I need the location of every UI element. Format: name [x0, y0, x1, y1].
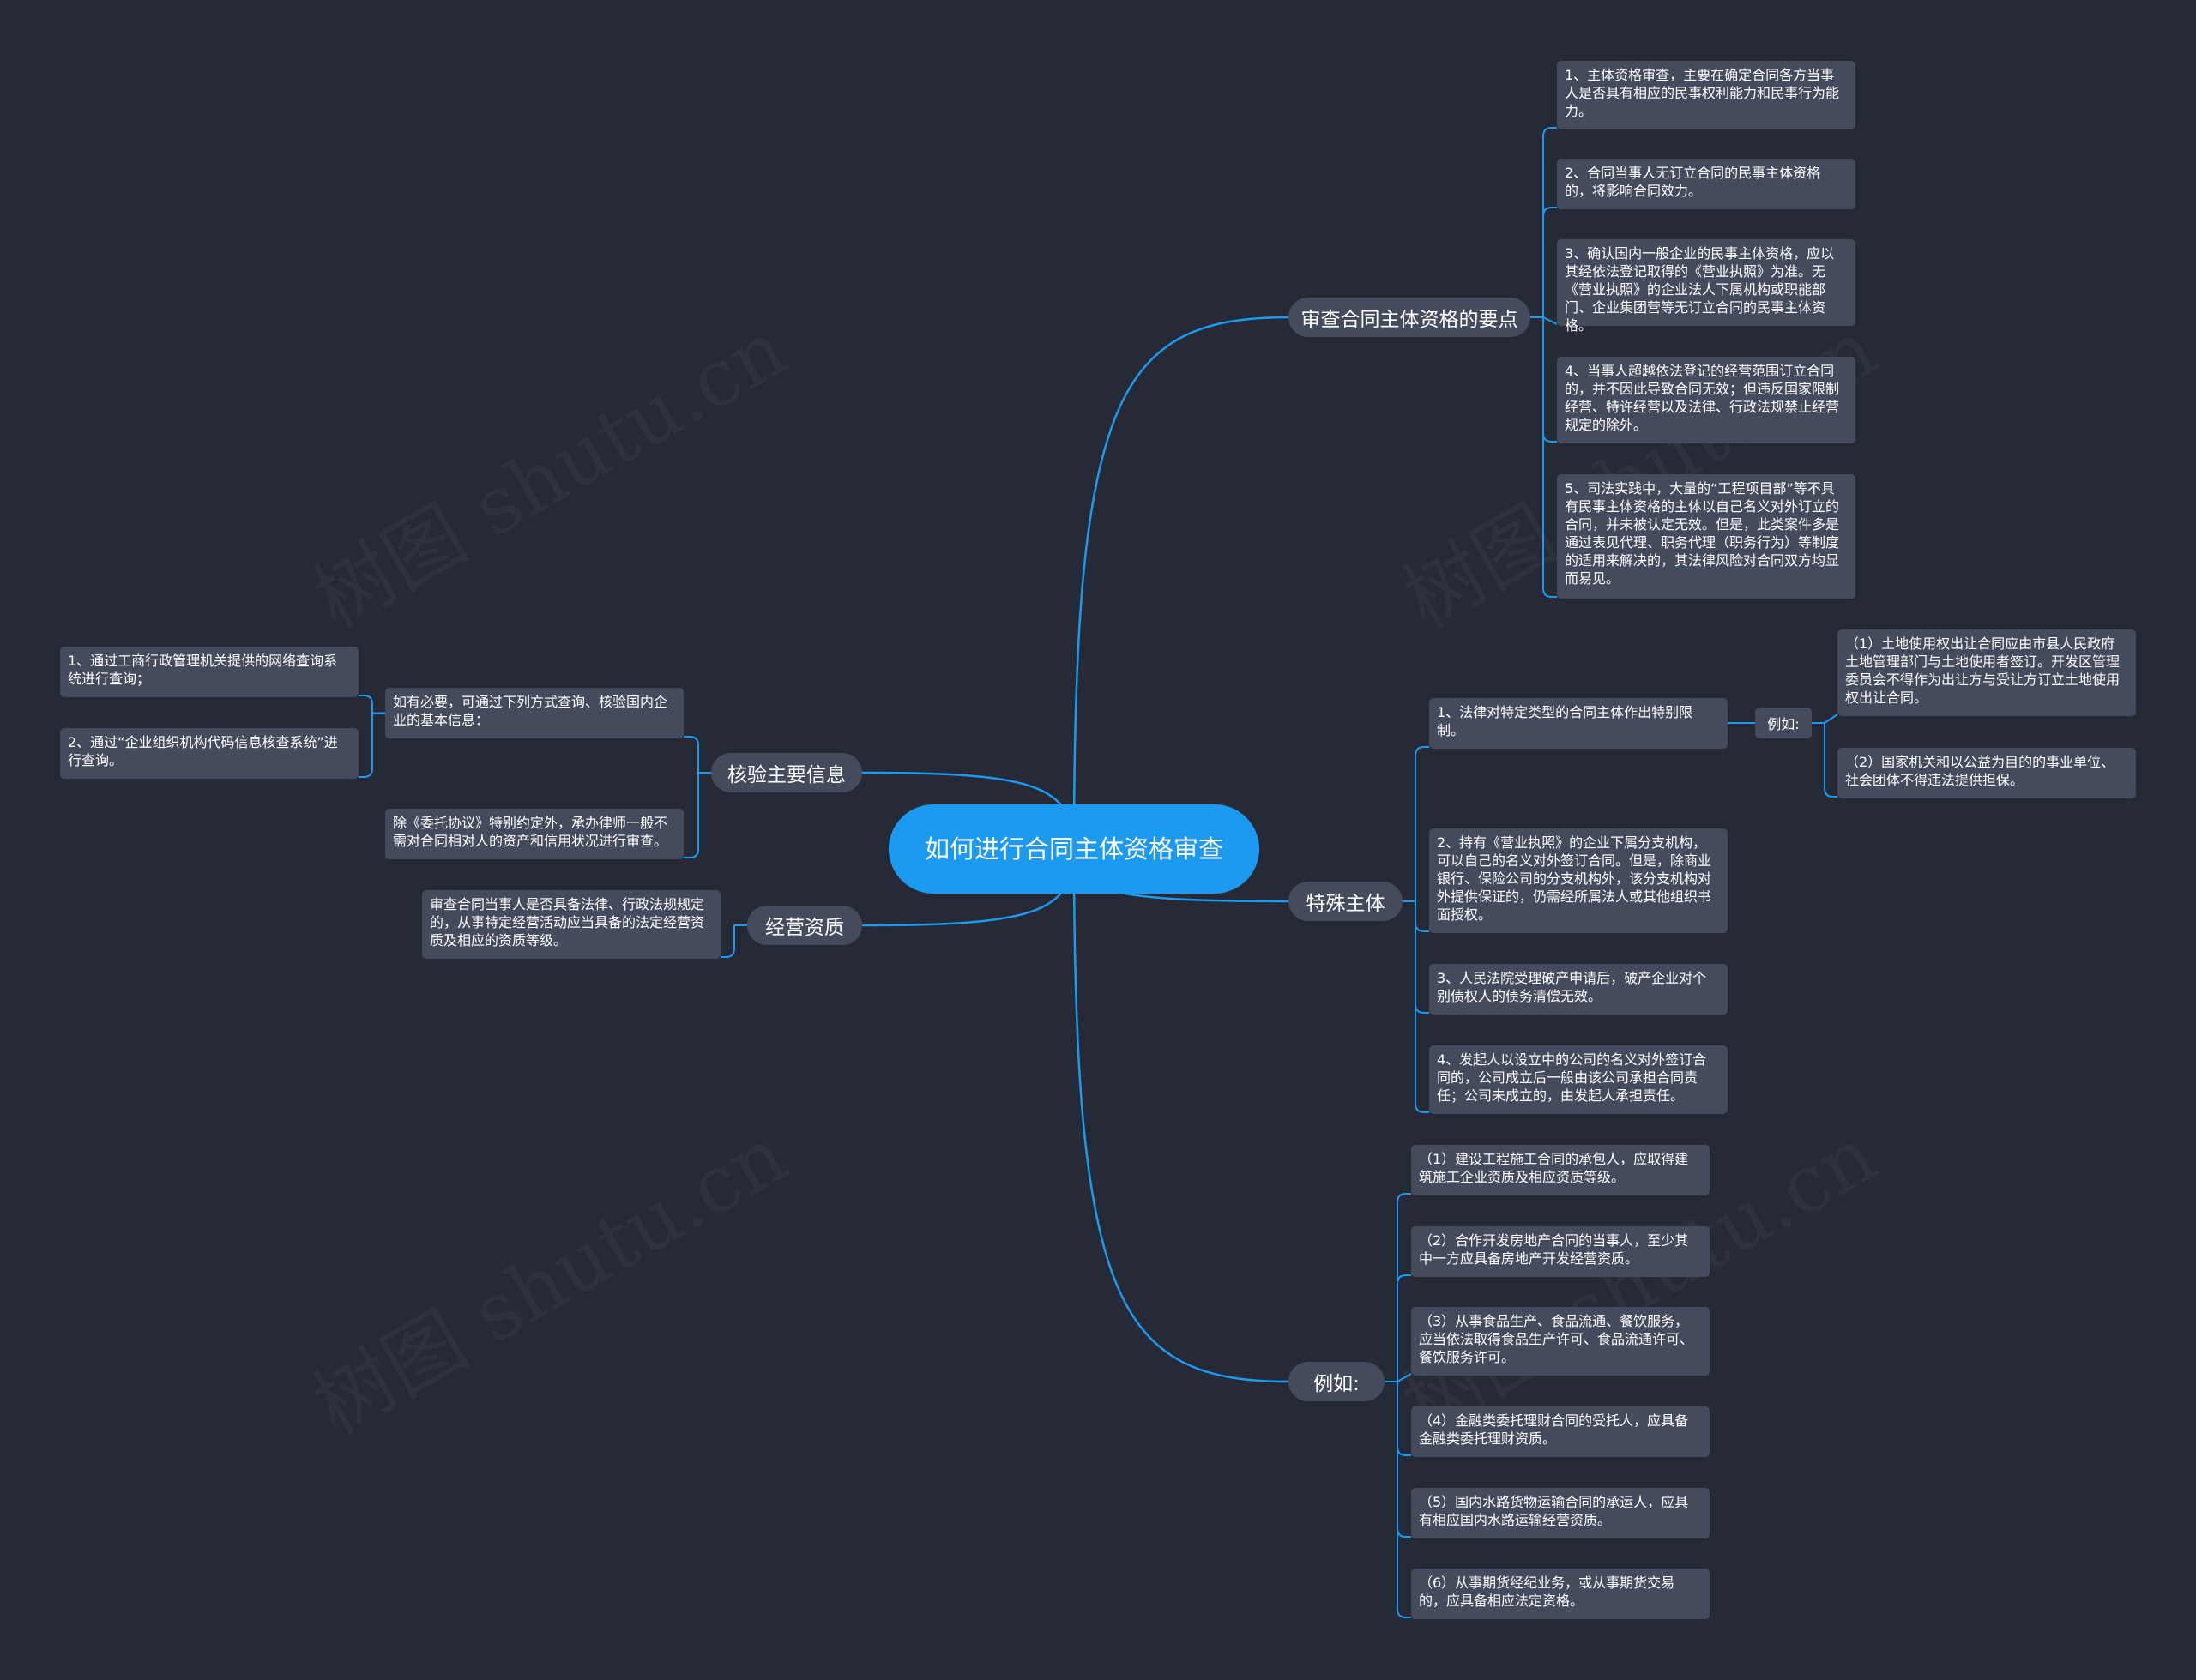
branch-connector [1403, 746, 1429, 902]
example-qualification-item: （5）国内水路货物运输合同的承运人，应具有相应国内水路运输经营资质。 [1411, 1488, 1710, 1538]
branch-connector [1530, 127, 1557, 318]
branch-connector [1385, 1193, 1411, 1382]
branch-verify-info[interactable]: 核验主要信息 [711, 753, 862, 792]
example-qualification-item: （1）建设工程施工合同的承包人，应取得建筑施工企业资质及相应资质等级。 [1411, 1145, 1710, 1195]
branch-connector [1530, 207, 1557, 318]
special-subject-item: 1、法律对特定类型的合同主体作出特别限制。 [1429, 698, 1728, 749]
branch-connector [684, 772, 711, 858]
review-point-item: 5、司法实践中，大量的“工程项目部”等不具有民事主体资格的主体以自己名义对外订立… [1557, 474, 1855, 599]
verify-info-item: 如有必要，可通过下列方式查询、核验国内企业的基本信息： [385, 688, 684, 738]
example-item: （1）土地使用权出让合同应由市县人民政府土地管理部门与土地使用者签订。开发区管理… [1837, 629, 2136, 716]
branch-connector [1403, 900, 1429, 1113]
review-point-item: 4、当事人超越依法登记的经营范围订立合同的，并不因此导致合同无效；但违反国家限制… [1557, 357, 1855, 443]
branch-connector [359, 695, 385, 714]
business-qualification-item: 审查合同当事人是否具备法律、行政法规规定的，从事特定经营活动应当具备的法定经营资… [422, 890, 721, 959]
review-point-item: 2、合同当事人无订立合同的民事主体资格的，将影响合同效力。 [1557, 159, 1855, 209]
branch-connector [1385, 1381, 1411, 1618]
branch-connector [1812, 722, 1837, 798]
special-subject-item: 4、发起人以设立中的公司的名义对外签订合同的，公司成立后一般由该公司承担合同责任… [1429, 1045, 1728, 1114]
root-topic[interactable]: 如何进行合同主体资格审查 [889, 804, 1259, 894]
branch-connector [721, 924, 747, 958]
example-tag[interactable]: 例如: [1755, 708, 1812, 738]
root-connector [1072, 848, 1289, 1383]
special-subject-item: 2、持有《营业执照》的企业下属分支机构，可以自己的名义对外签订合同。但是，除商业… [1429, 828, 1728, 933]
special-subject-item: 3、人民法院受理破产申请后，破产企业对个别债权人的债务清偿无效。 [1429, 964, 1728, 1015]
verify-method-item: 1、通过工商行政管理机关提供的网络查询系统进行查询； [60, 647, 359, 697]
review-point-item: 3、确认国内一般企业的民事主体资格，应以其经依法登记取得的《营业执照》为准。无《… [1557, 239, 1855, 334]
review-point-item: 1、主体资格审查，主要在确定合同各方当事人是否具有相应的民事权利能力和民事行为能… [1557, 61, 1855, 129]
branch-connector [1530, 316, 1557, 598]
branch-connector [359, 712, 385, 778]
example-qualification-item: （3）从事食品生产、食品流通、餐饮服务，应当依法取得食品生产许可、食品流通许可、… [1411, 1307, 1710, 1376]
branch-connector [684, 736, 711, 774]
example-item: （2）国家机关和以公益为目的的事业单位、社会团体不得违法提供担保。 [1837, 748, 2136, 798]
branch-special-subject[interactable]: 特殊主体 [1288, 882, 1403, 921]
verify-method-item: 2、通过“企业组织机构代码信息核查系统”进行查询。 [60, 728, 359, 779]
root-connector [1072, 316, 1289, 850]
example-qualification-item: （2）合作开发房地产合同的当事人，至少其中一方应具备房地产开发经营资质。 [1411, 1226, 1710, 1277]
branch-connector [1812, 714, 1838, 724]
example-qualification-item: （4）金融类委托理财合同的受托人，应具备金融类委托理财资质。 [1411, 1406, 1710, 1457]
branch-examples[interactable]: 例如: [1288, 1362, 1385, 1401]
verify-info-item: 除《委托协议》特别约定外，承办律师一般不需对合同相对人的资产和信用状况进行审查。 [385, 809, 684, 859]
branch-connector [1385, 1274, 1411, 1382]
branch-business-qualification[interactable]: 经营资质 [747, 906, 862, 945]
example-qualification-item: （6）从事期货经纪业务，或从事期货交易的，应具备相应法定资格。 [1411, 1569, 1710, 1619]
branch-review-points[interactable]: 审查合同主体资格的要点 [1288, 298, 1530, 337]
